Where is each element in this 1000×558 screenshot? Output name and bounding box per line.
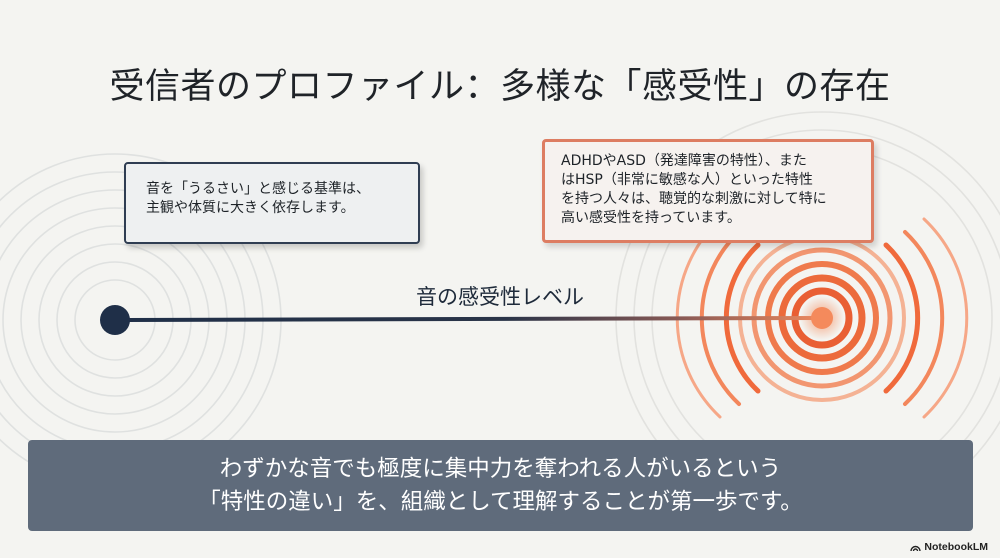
high-sensitivity-note: ADHDやASD（発達障害の特性）、また はHSP（非常に敏感な人）といった特性… — [542, 139, 874, 243]
note-line: 音を「うるさい」と感じる基準は、 — [146, 181, 370, 197]
subjective-criteria-note: 音を「うるさい」と感じる基準は、 主観や体質に大きく依存します。 — [124, 162, 420, 244]
watermark-text: NotebookLM — [924, 541, 988, 553]
notebooklm-logo-icon — [910, 545, 922, 551]
low-sensitivity-node — [100, 305, 130, 335]
note-line: 高い感受性を持っています。 — [561, 210, 741, 226]
banner-line: わずかな音でも極度に集中力を奪われる人がいるという — [219, 456, 782, 482]
sensitivity-scale-line — [114, 316, 823, 322]
high-sensitivity-node — [811, 307, 833, 329]
sensitivity-scale-label: 音の感受性レベル — [416, 285, 584, 309]
note-line: を持つ人々は、聴覚的な刺激に対して特に — [561, 191, 827, 207]
note-line: 主観や体質に大きく依存します。 — [146, 200, 355, 216]
note-line: はHSP（非常に敏感な人）といった特性 — [561, 172, 813, 188]
banner-line: 「特性の違い」を、組織として理解することが第一歩です。 — [198, 489, 803, 515]
notebooklm-watermark: NotebookLM — [910, 541, 988, 553]
page-title: 受信者のプロファイル：多様な「感受性」の存在 — [109, 67, 891, 107]
key-message-banner: わずかな音でも極度に集中力を奪われる人がいるという 「特性の違い」を、組織として… — [28, 440, 973, 531]
note-line: ADHDやASD（発達障害の特性）、また — [561, 153, 807, 169]
